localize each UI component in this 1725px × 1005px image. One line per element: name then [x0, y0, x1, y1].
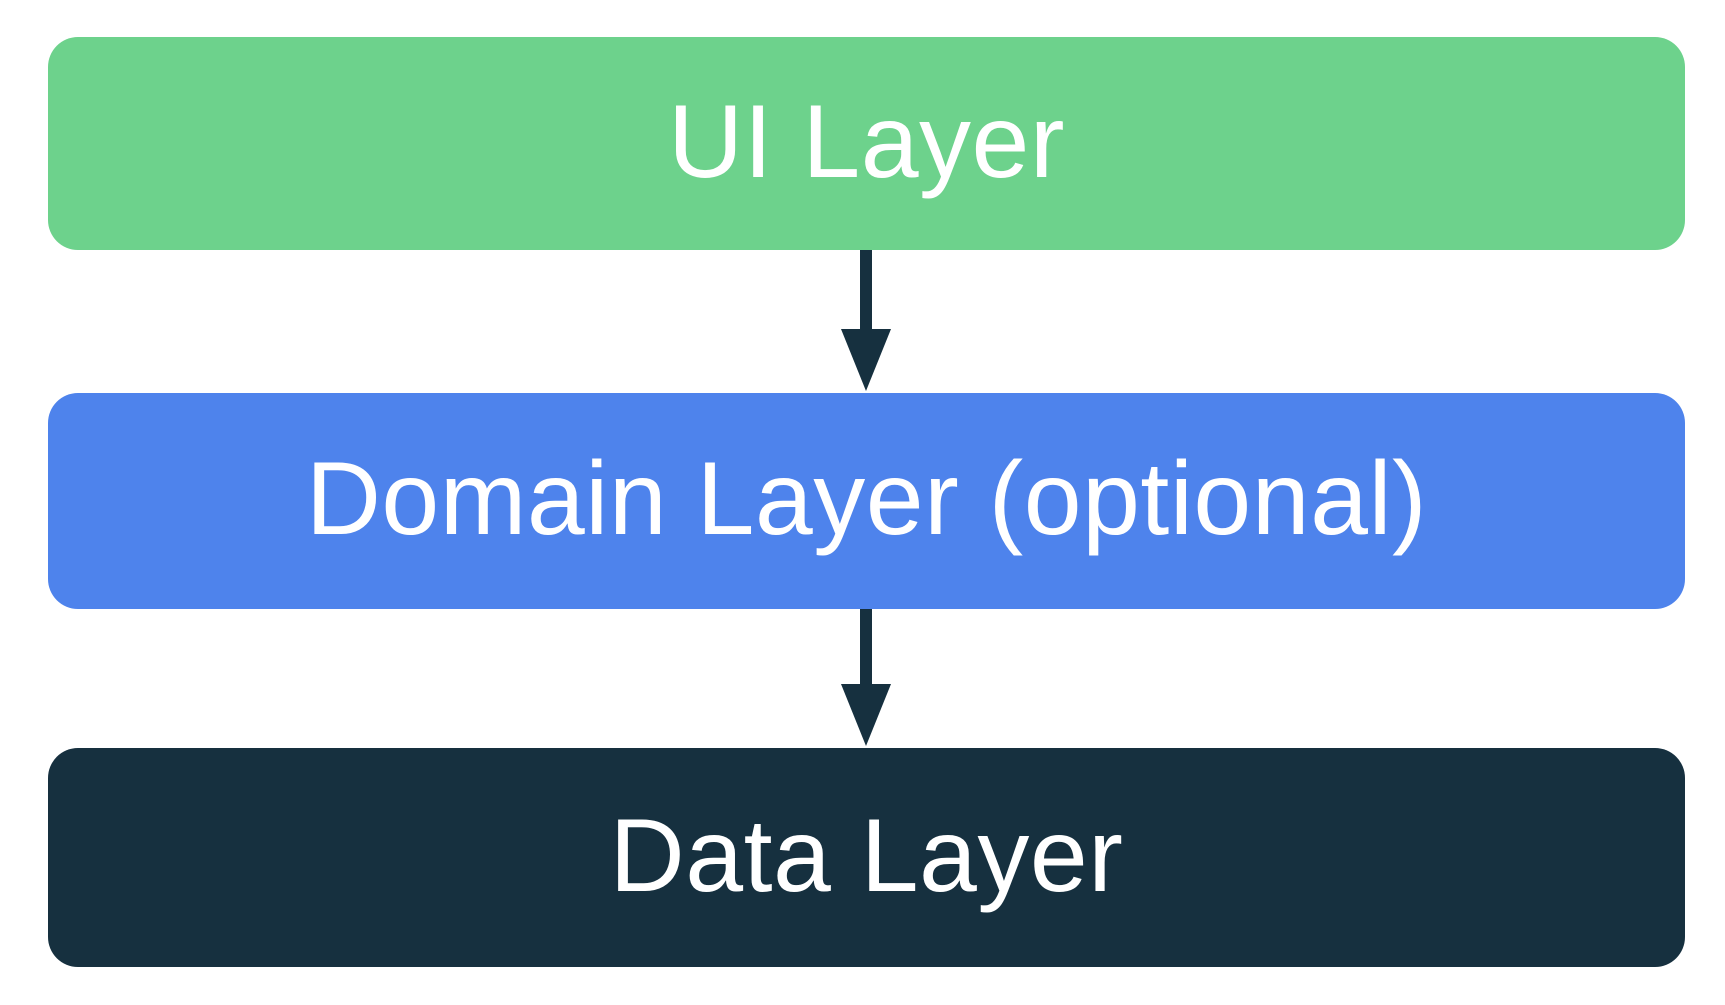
layer-label-ui: UI Layer — [667, 83, 1066, 200]
arrow-down-icon — [841, 250, 891, 391]
layer-label-domain: Domain Layer (optional) — [305, 441, 1428, 557]
arrow-head — [841, 684, 891, 746]
arrow-down-icon — [841, 609, 891, 746]
layer-box-domain: Domain Layer (optional) — [48, 393, 1685, 609]
layer-box-ui: UI Layer — [48, 37, 1685, 250]
arrow-shaft — [860, 250, 872, 330]
arrow-shaft — [860, 609, 872, 685]
layer-box-data: Data Layer — [48, 748, 1685, 967]
layer-label-data: Data Layer — [609, 797, 1124, 914]
arrow-head — [841, 329, 891, 391]
